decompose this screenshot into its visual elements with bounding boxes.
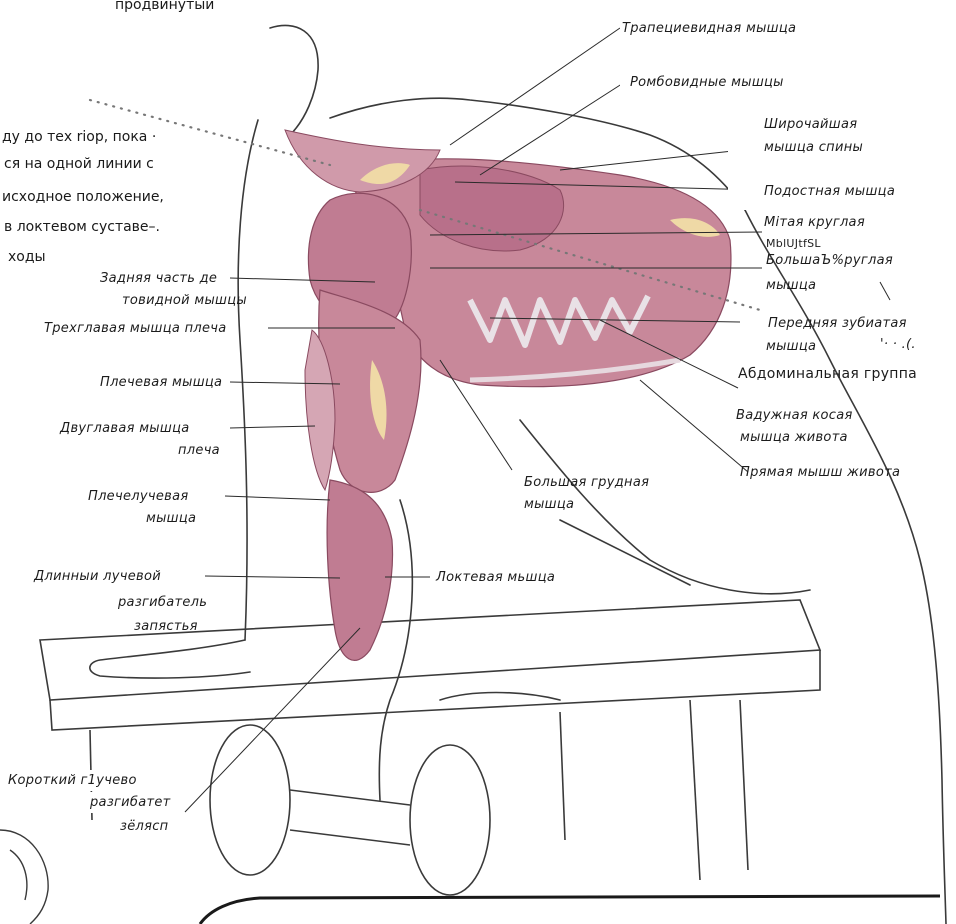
label-teres-major-2: мышца [766, 275, 816, 296]
label-serratus-1: Передняя зубиатая [768, 313, 907, 334]
label-rectus-abdominis: Прямая мышш живота [740, 462, 900, 483]
intro-line-3: ся на одной линии с [4, 153, 154, 175]
label-external-oblique-2: мышца живота [740, 427, 848, 448]
label-ecrb-3: зёлясп [118, 816, 171, 837]
label-ecrb-1: Короткий г1учево [6, 770, 139, 791]
label-pectoralis-2: мышца [524, 494, 574, 515]
label-teres-minor-1: Мітая круглая [764, 212, 865, 233]
label-infraspinatus: Подостная мышца [764, 181, 895, 202]
intro-line-6: ходы [8, 246, 46, 268]
label-biceps-2: плеча [178, 440, 220, 461]
label-biceps-1: Двуглавая мышца [60, 418, 189, 439]
label-teres-major-1: БольшаЪ%руглая [766, 250, 893, 271]
label-latissimus-1: Широчайшая [764, 114, 857, 135]
label-ecrl-2: разгибатель [118, 592, 207, 613]
label-ecrl-1: Длинныи лучевой [34, 566, 161, 587]
label-rhomboids: Ромбовидные мышцы [630, 72, 784, 93]
bench [40, 600, 820, 880]
dumbbell [210, 725, 490, 895]
label-serratus-2: мышца [766, 336, 816, 357]
label-ecrb-2: разгибатет [88, 792, 173, 813]
label-latissimus-2: мышца спины [764, 137, 863, 158]
intro-line-5: в локтевом суставе–. [4, 216, 160, 238]
label-abdominal-group: Абдоминальная группа [738, 364, 917, 385]
head-curve [0, 830, 48, 924]
label-brachialis: Плечевая мышца [100, 372, 222, 393]
label-rear-deltoid-2: товидной мышцы [122, 290, 247, 311]
label-brachioradialis-1: Плечелучевая [88, 486, 189, 507]
label-rear-deltoid-1: Задняя часть де [100, 268, 217, 289]
label-ecrl-3: запястья [134, 616, 198, 637]
intro-line-4: исходное положение, [2, 186, 164, 208]
label-trapezius: Трапециевидная мышца [622, 18, 796, 39]
frame-bottom [200, 896, 940, 924]
intro-line-2: ду до тех riop, пока · [2, 126, 156, 148]
label-serratus-dots: '· · .(. [880, 334, 916, 355]
intro-line-1: продвинутый [115, 0, 214, 16]
label-brachioradialis-2: мышца [146, 508, 196, 529]
label-anconeus: Локтевая мьшца [436, 567, 555, 588]
label-triceps: Трехглавая мышца плеча [44, 318, 227, 339]
label-external-oblique-1: Вадужная косая [736, 405, 853, 426]
label-pectoralis-1: Большая грудная [524, 472, 649, 493]
